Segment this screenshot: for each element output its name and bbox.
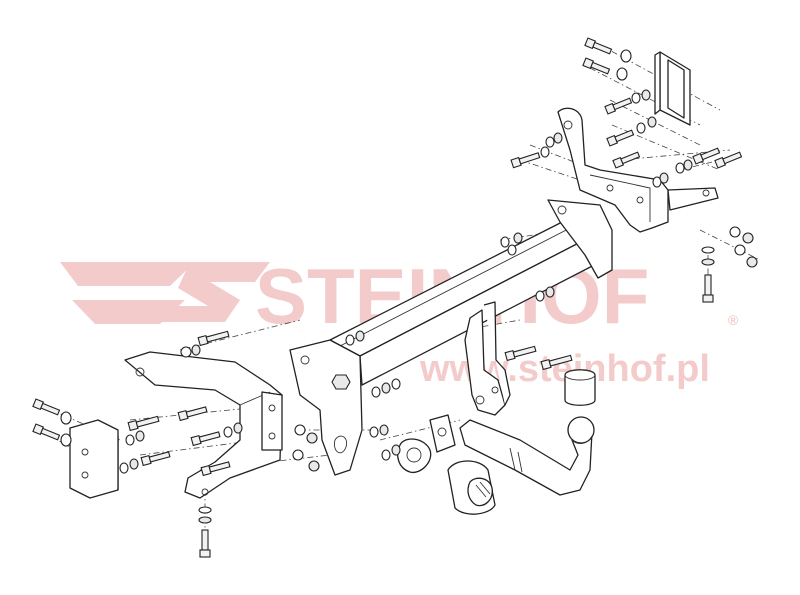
vertical-drop-plate (464, 301, 511, 416)
steinhof-logo-swoosh (60, 262, 270, 324)
left-side-bracket (69, 419, 119, 499)
fastener-bolts (32, 37, 743, 558)
main-crossbar (329, 199, 613, 386)
right-mounting-plate (557, 107, 719, 233)
electrical-socket (447, 460, 496, 515)
left-main-bracket (124, 351, 283, 499)
fastener-nuts-washers (60, 49, 758, 524)
right-side-bracket (654, 51, 691, 126)
left-center-plate (289, 339, 363, 476)
tow-ball-arm (459, 369, 596, 496)
electrical-socket-plate (397, 414, 456, 474)
registered-mark: ® (728, 312, 739, 328)
